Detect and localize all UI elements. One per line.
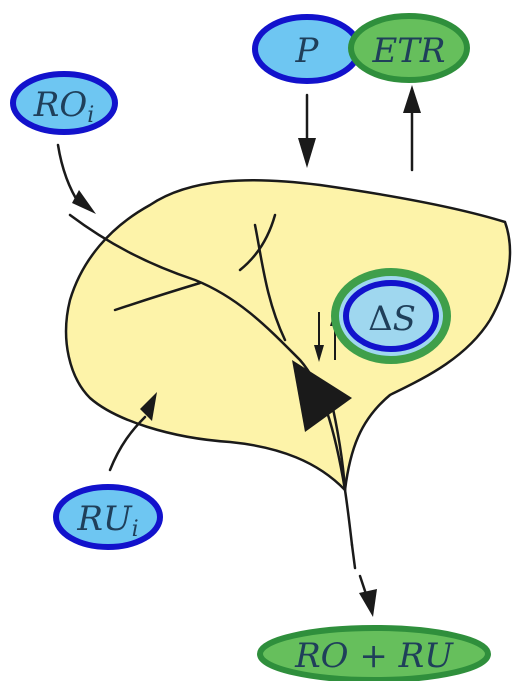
node-ro-i: ROi xyxy=(13,74,115,132)
node-storage-symbol: S xyxy=(393,299,416,339)
outflow-arrowhead xyxy=(359,589,377,617)
node-outflow-label: RO + RU xyxy=(294,636,454,676)
node-ru-i-main: RU xyxy=(76,499,133,539)
node-ro-i-sub: i xyxy=(87,103,94,128)
node-ro-i-main: RO xyxy=(33,85,88,125)
node-storage-label: ΔS xyxy=(368,299,416,339)
outflow-arrow-line-upper xyxy=(352,545,355,568)
precipitation-arrowhead xyxy=(298,138,316,168)
node-ru-i-sub: i xyxy=(132,517,139,542)
node-p-label: P xyxy=(295,31,320,71)
node-etr-label: ETR xyxy=(371,31,445,71)
node-ru-i-label: RUi xyxy=(76,499,138,542)
node-storage-delta: Δ xyxy=(368,299,393,339)
outflow-arrow-line-lower xyxy=(360,576,366,594)
node-storage: ΔS xyxy=(335,272,447,360)
node-ro-i-label: ROi xyxy=(33,85,95,128)
node-etr: ETR xyxy=(351,16,467,80)
node-p: P xyxy=(255,17,359,81)
node-ru-i: RUi xyxy=(56,487,160,547)
etr-arrowhead xyxy=(403,85,421,113)
node-outflow: RO + RU xyxy=(260,628,488,680)
ro-inflow-arrowhead xyxy=(72,190,96,214)
